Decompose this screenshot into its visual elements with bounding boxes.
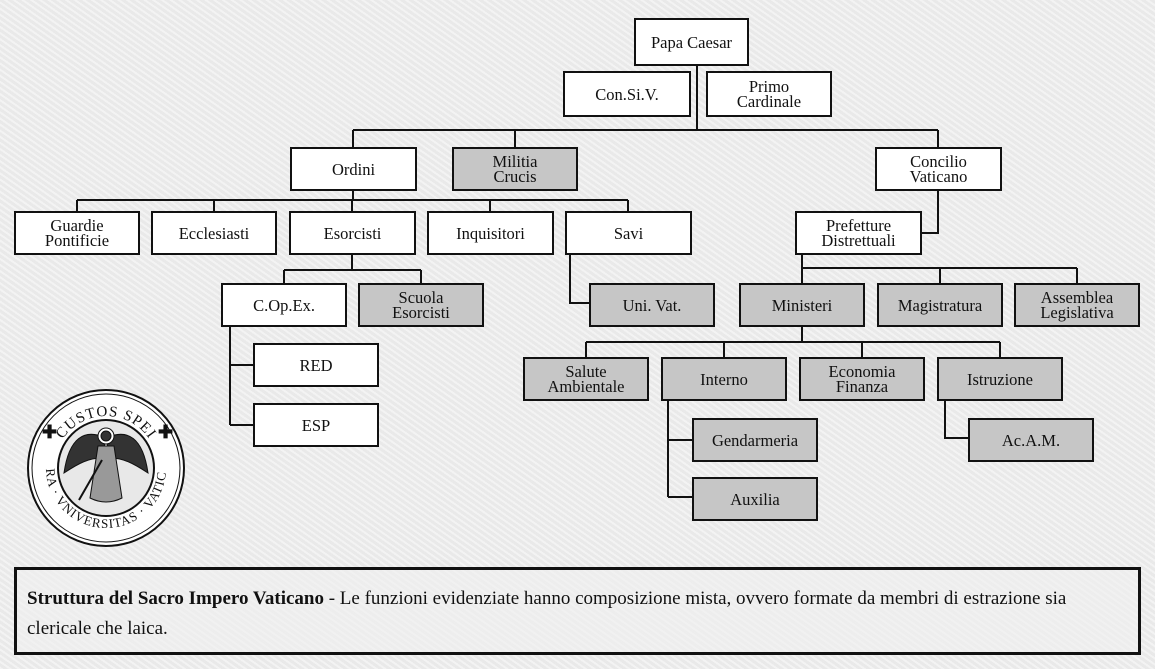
node-istruzione: Istruzione	[937, 357, 1063, 401]
node-ecclesiasti: Ecclesiasti	[151, 211, 277, 255]
node-primo-cardinale: Primo Cardinale	[706, 71, 832, 117]
node-assemblea-legislativa: Assemblea Legislativa	[1014, 283, 1140, 327]
node-red: RED	[253, 343, 379, 387]
node-uni-vat: Uni. Vat.	[589, 283, 715, 327]
node-label: Salute Ambientale	[547, 362, 625, 396]
node-scuola-esorcisti: Scuola Esorcisti	[358, 283, 484, 327]
node-label: Prefetture Distrettuali	[821, 216, 896, 250]
svg-text:✚: ✚	[158, 422, 173, 442]
caption-text: - Le funzioni evidenziate hanno composiz…	[27, 588, 1067, 639]
node-label: Economia Finanza	[828, 362, 896, 396]
node-concilio-vaticano: Concilio Vaticano	[875, 147, 1002, 191]
node-label: Militia Crucis	[492, 152, 538, 186]
caption-title: Struttura del Sacro Impero Vaticano	[27, 588, 324, 609]
node-label: Guardie Pontificie	[44, 216, 110, 250]
node-auxilia: Auxilia	[692, 477, 818, 521]
node-esorcisti: Esorcisti	[289, 211, 416, 255]
node-label: Assemblea Legislativa	[1040, 288, 1114, 322]
node-guardie-pontificie: Guardie Pontificie	[14, 211, 140, 255]
node-salute-ambientale: Salute Ambientale	[523, 357, 649, 401]
node-consiv: Con.Si.V.	[563, 71, 691, 117]
node-interno: Interno	[661, 357, 787, 401]
node-prefetture-distrettuali: Prefetture Distrettuali	[795, 211, 922, 255]
node-label: Scuola Esorcisti	[392, 288, 450, 322]
node-copex: C.Op.Ex.	[221, 283, 347, 327]
seal-logo: CUSTOS SPEI SACRA · VNIVERSITAS · VATICA…	[24, 388, 185, 547]
node-esp: ESP	[253, 403, 379, 447]
node-economia-finanza: Economia Finanza	[799, 357, 925, 401]
svg-text:✚: ✚	[42, 422, 57, 442]
node-label: Primo Cardinale	[736, 77, 802, 111]
node-magistratura: Magistratura	[877, 283, 1003, 327]
node-militia-crucis: Militia Crucis	[452, 147, 578, 191]
node-gendarmeria: Gendarmeria	[692, 418, 818, 462]
node-ministeri: Ministeri	[739, 283, 865, 327]
node-ordini: Ordini	[290, 147, 417, 191]
node-acam: Ac.A.M.	[968, 418, 1094, 462]
node-papa-caesar: Papa Caesar	[634, 18, 749, 66]
node-label: Concilio Vaticano	[909, 152, 968, 186]
node-savi: Savi	[565, 211, 692, 255]
caption-box: Struttura del Sacro Impero Vaticano - Le…	[14, 567, 1141, 655]
node-inquisitori: Inquisitori	[427, 211, 554, 255]
